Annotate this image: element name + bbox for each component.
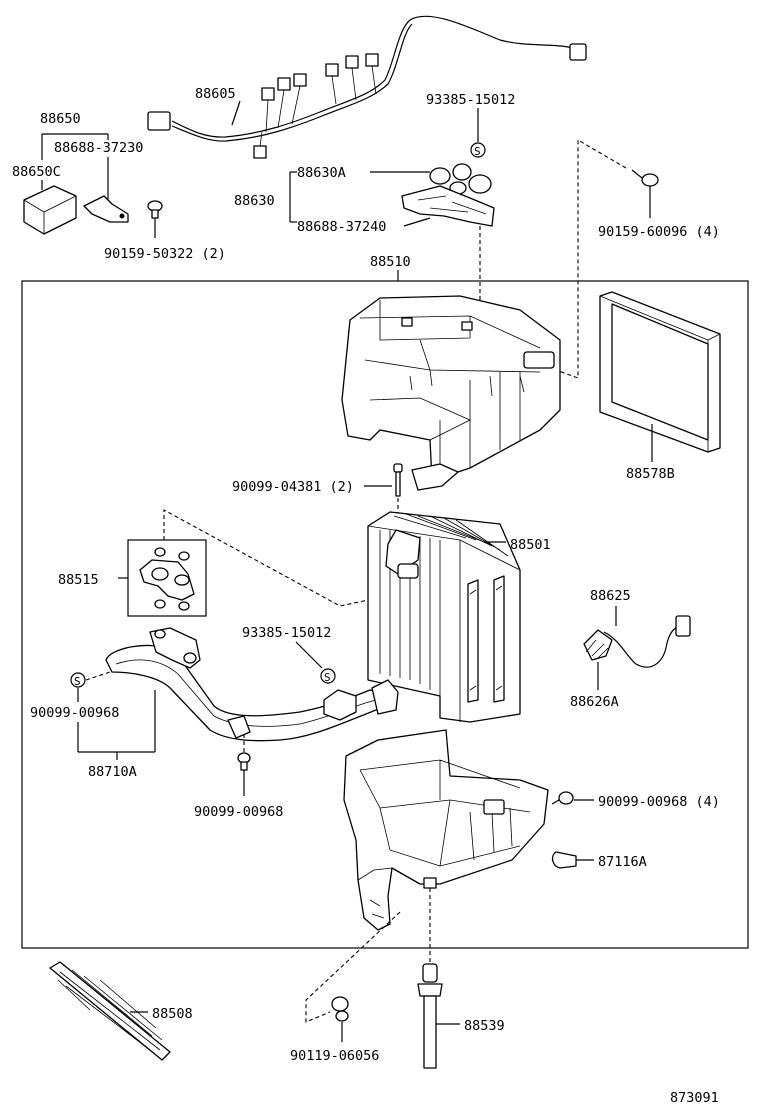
label-88508: 88508 <box>152 1006 193 1022</box>
label-88539: 88539 <box>464 1018 505 1034</box>
tube-assembly-88710A <box>105 627 399 742</box>
label-88688-37230: 88688-37230 <box>54 140 143 156</box>
label-88578B: 88578B <box>626 466 675 482</box>
diagram-number: 873091 <box>670 1090 719 1106</box>
label-88710A: 88710A <box>88 764 137 780</box>
thermistor-88625 <box>583 615 691 668</box>
label-88510: 88510 <box>370 254 411 270</box>
label-90099-00968-right: 90099-00968 (4) <box>598 794 720 810</box>
lower-case <box>343 729 549 931</box>
pressure-switch-88630A <box>429 163 492 195</box>
label-88650C: 88650C <box>12 164 61 180</box>
label-90099-00968-left: 90099-00968 <box>30 705 119 721</box>
screw-90159-50322 <box>147 200 163 219</box>
label-88650: 88650 <box>40 111 81 127</box>
clip-87116A <box>551 851 577 869</box>
label-88625: 88625 <box>590 588 631 604</box>
unit-assembly-frame <box>21 280 749 949</box>
screw-90119-06056 <box>331 996 349 1022</box>
label-87116A: 87116A <box>598 854 647 870</box>
svg-text:S: S <box>474 145 481 158</box>
seal-mark-top: S <box>470 142 486 158</box>
label-88515: 88515 <box>58 572 99 588</box>
label-90159-50322: 90159-50322 (2) <box>104 246 226 262</box>
filter-frame-88578B <box>599 291 721 453</box>
label-88626A: 88626A <box>570 694 619 710</box>
screw-90159-60096 <box>631 169 659 187</box>
pad-88508 <box>49 961 171 1061</box>
screw-90099-00968-mid <box>237 752 251 771</box>
label-93385-15012-top: 93385-15012 <box>426 92 515 108</box>
seal-mark-mid: S <box>320 668 336 684</box>
relay-88650C <box>23 185 77 235</box>
label-90119-06056: 90119-06056 <box>290 1048 379 1064</box>
upper-case <box>341 295 561 491</box>
bolt-90099-04381 <box>393 463 403 497</box>
label-90159-60096: 90159-60096 (4) <box>598 224 720 240</box>
bracket-88688-37240 <box>401 185 495 227</box>
wire-harness-88605 <box>147 15 587 159</box>
label-90099-00968-mid: 90099-00968 <box>194 804 283 820</box>
svg-text:S: S <box>324 671 331 684</box>
label-88630: 88630 <box>234 193 275 209</box>
drain-hose-88539 <box>417 963 443 1069</box>
label-88501: 88501 <box>510 537 551 553</box>
svg-text:S: S <box>74 675 81 688</box>
label-88688-37240: 88688-37240 <box>297 219 386 235</box>
label-88605: 88605 <box>195 86 236 102</box>
screw-90099-00968-right <box>551 791 574 805</box>
expansion-valve-88515 <box>127 539 207 617</box>
evaporator-88501 <box>367 511 521 723</box>
seal-mark-left: S <box>70 672 86 688</box>
label-90099-04381: 90099-04381 (2) <box>232 479 354 495</box>
label-88630A: 88630A <box>297 165 346 181</box>
bracket-88688-37230 <box>83 195 129 223</box>
label-93385-15012-mid: 93385-15012 <box>242 625 331 641</box>
